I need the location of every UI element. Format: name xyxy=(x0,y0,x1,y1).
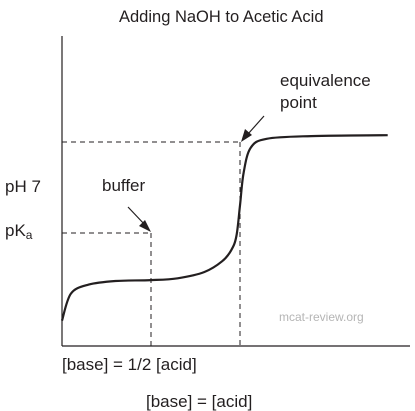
titration-curve xyxy=(60,134,388,321)
watermark: mcat-review.org xyxy=(279,310,364,324)
x-tick-half-equivalence: [base] = 1/2 [acid] xyxy=(62,355,197,374)
annotation-buffer: buffer xyxy=(102,176,146,195)
annotation-point: point xyxy=(280,93,317,112)
y-tick-pka-main: pK xyxy=(5,221,26,240)
annotation-equivalence: equivalence xyxy=(280,71,371,90)
chart-title: Adding NaOH to Acetic Acid xyxy=(119,8,324,26)
x-tick-equivalence: [base] = [acid] xyxy=(146,392,253,411)
equivalence-arrow-line xyxy=(247,115,265,135)
y-tick-ph7: pH 7 xyxy=(5,177,41,196)
y-tick-pka: pKa xyxy=(5,222,32,241)
y-tick-pka-subscript: a xyxy=(25,228,33,242)
buffer-arrow-head xyxy=(139,220,151,232)
equivalence-arrow-head xyxy=(241,129,252,142)
